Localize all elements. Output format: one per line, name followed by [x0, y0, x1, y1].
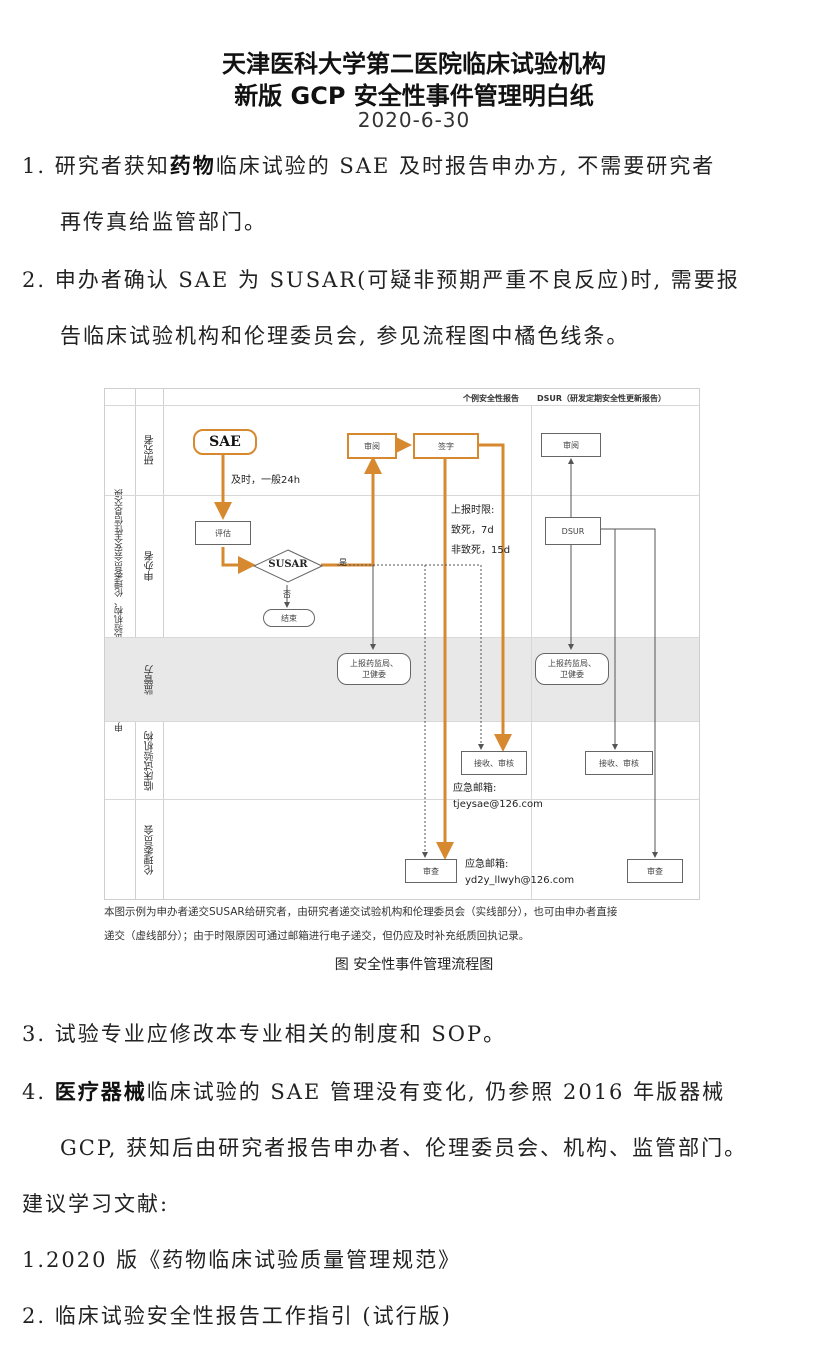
item-4-line2: GCP, 获知后由研究者报告申办者、伦理委员会、机构、监管部门。	[60, 1136, 748, 1160]
timely-label: 及时，一般24h	[231, 475, 301, 486]
receive-node-1: 接收、审核	[461, 751, 527, 775]
email1-value: tjeysae@126.com	[453, 799, 543, 810]
item-1-prefix: 1. 研究者获知	[22, 154, 170, 178]
caption-line2: 递交（虚线部分）；由于时限原因可通过邮箱进行电子递交，但仍应及时补充纸质回执记录…	[104, 930, 530, 942]
ethics-review-node-2: 审查	[627, 859, 683, 883]
item-1-rest: 临床试验的 SAE 及时报告申办方, 不需要研究者	[215, 154, 716, 178]
lane-institution	[105, 721, 699, 800]
review-node-2: 审阅	[541, 433, 601, 457]
lane-ethics	[105, 799, 699, 900]
email1-label: 应急邮箱:	[453, 783, 497, 794]
doc-title-line1: 天津医科大学第二医院临床试验机构	[222, 50, 606, 78]
susar-diamond	[253, 549, 323, 583]
ethics-review-node-1: 审查	[405, 859, 457, 883]
deadline-nonfatal: 非致死，15d	[451, 545, 511, 556]
item-2-line2: 告临床试验机构和伦理委员会, 参见流程图中橘色线条。	[60, 324, 630, 348]
susar-label: SUSAR	[268, 559, 308, 570]
lane-investigator	[105, 405, 699, 496]
lane-sponsor	[105, 495, 699, 638]
flowchart: 申办者与研究者、临床试验机构、伦理委员会安全性信息交换 个例安全性报告 DSUR…	[104, 388, 700, 900]
email2-value: yd2y_llwyh@126.com	[465, 875, 575, 886]
flow-connectors	[214, 436, 658, 860]
dsur-node: DSUR	[545, 517, 601, 545]
regulator-node-2: 上报药监局、 卫健委	[535, 653, 609, 685]
doc-date: 2020-6-30	[357, 108, 471, 132]
item-2-line1: 2. 申办者确认 SAE 为 SUSAR(可疑非预期严重不良反应)时, 需要报	[22, 268, 740, 292]
item-4-prefix: 4.	[22, 1080, 55, 1104]
doc-title-line2: 新版 GCP 安全性事件管理明白纸	[234, 82, 594, 110]
item-4-bold: 医疗器械	[54, 1080, 147, 1104]
regulator-node-1: 上报药监局、 卫健委	[337, 653, 411, 685]
figure-title: 图 安全性事件管理流程图	[334, 957, 494, 973]
header-individual: 个例安全性报告	[463, 394, 519, 403]
item-1-bold: 药物	[169, 154, 216, 178]
review-node-1: 审阅	[347, 433, 397, 459]
caption-line1: 本图示例为申办者递交SUSAR给研究者，由研究者递交试验机构和伦理委员会（实线部…	[104, 906, 618, 918]
sign-node: 签字	[413, 433, 479, 459]
no-label: 否	[283, 590, 291, 599]
sae-node: SAE	[193, 429, 257, 455]
ref-1: 1.2020 版《药物临床试验质量管理规范》	[22, 1248, 462, 1272]
deadline-title: 上报时限:	[451, 505, 495, 516]
item-3: 3. 试验专业应修改本专业相关的制度和 SOP。	[22, 1022, 507, 1046]
yes-label: 是	[339, 558, 347, 567]
item-4-rest: 临床试验的 SAE 管理没有变化, 仍参照 2016 年版器械	[146, 1080, 726, 1104]
item-1-line2: 再传真给监管部门。	[60, 210, 267, 234]
item-1-line1: 1. 研究者获知药物临床试验的 SAE 及时报告申办方, 不需要研究者	[22, 150, 812, 180]
receive-node-2: 接收、审核	[585, 751, 653, 775]
ref-2: 2. 临床试验安全性报告工作指引 (试行版)	[22, 1304, 452, 1328]
header-dsur: DSUR（研发定期安全性更新报告）	[537, 394, 667, 403]
ref-title: 建议学习文献:	[22, 1192, 170, 1216]
section-divider	[531, 405, 532, 899]
email2-label: 应急邮箱:	[465, 859, 509, 870]
deadline-fatal: 致死，7d	[451, 525, 494, 536]
eval-node: 评估	[195, 521, 251, 545]
item-4-line1: 4. 医疗器械临床试验的 SAE 管理没有变化, 仍参照 2016 年版器械	[22, 1076, 812, 1106]
end-node: 结束	[263, 609, 315, 627]
